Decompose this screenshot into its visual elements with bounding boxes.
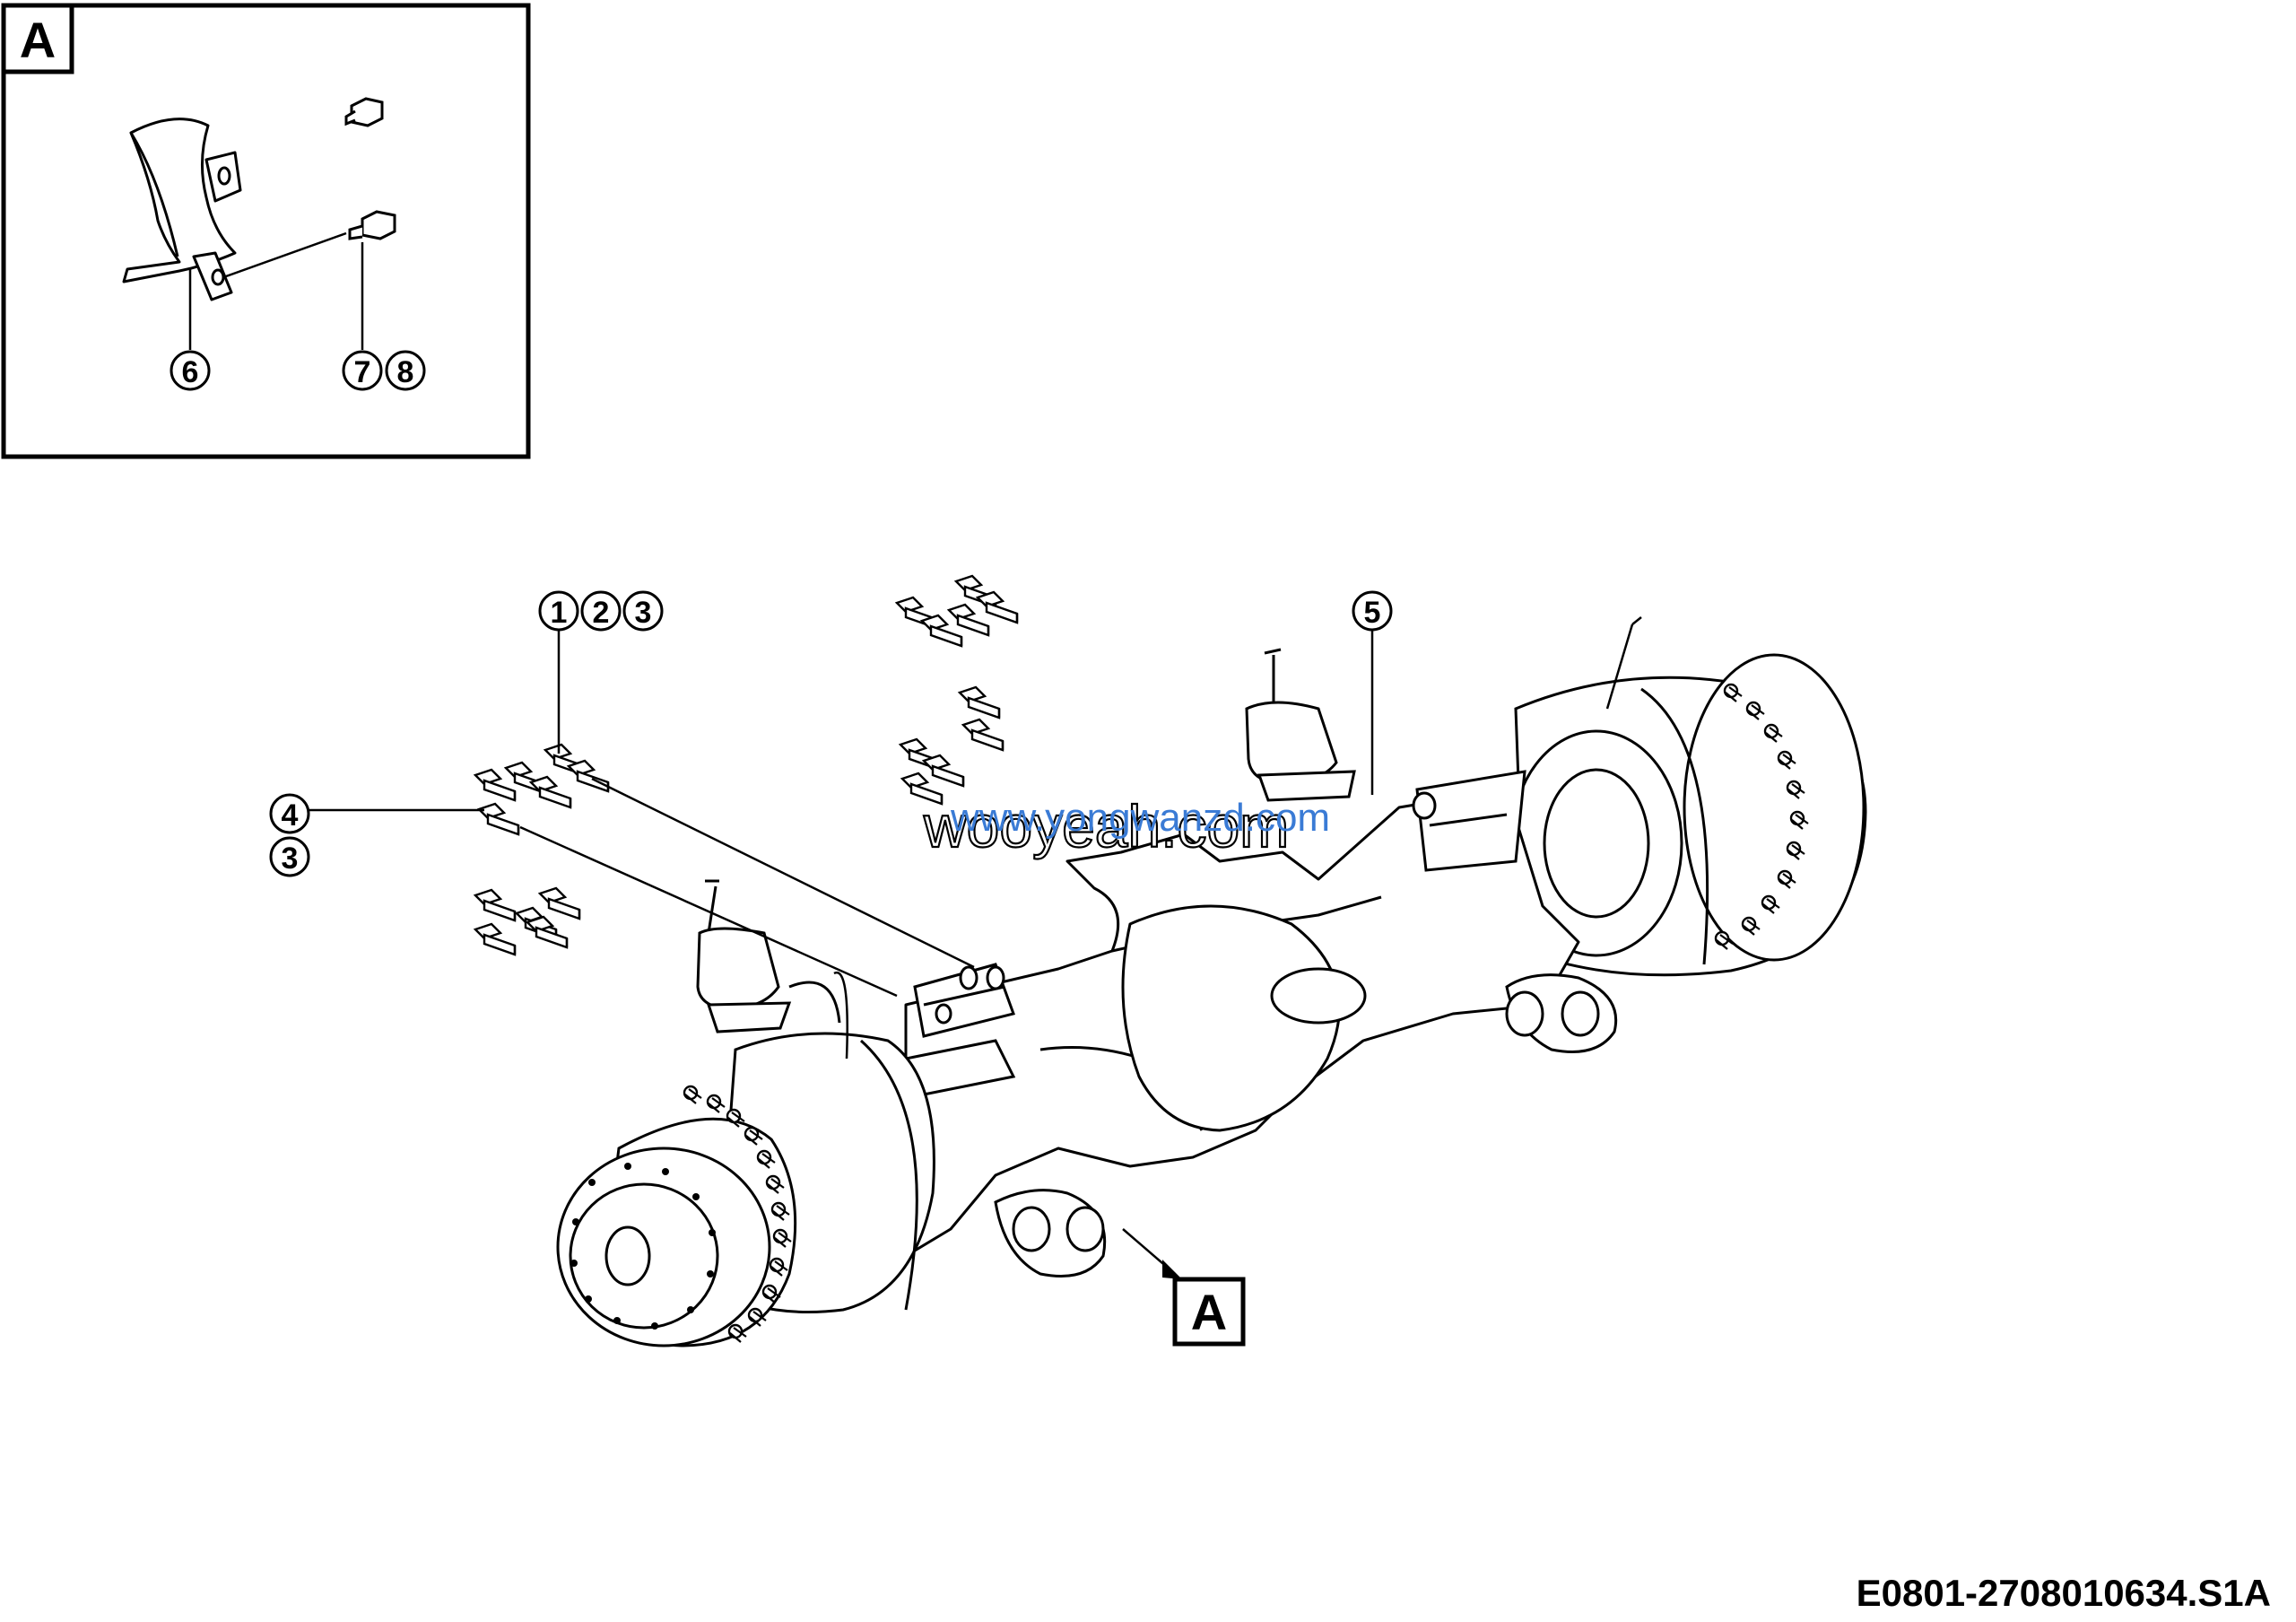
callout-5: 5 [1352, 590, 1393, 632]
inset-frame [1, 3, 531, 459]
main-leaders [309, 630, 1374, 1275]
inset-leaders [188, 231, 364, 350]
bolt-group-left-lower [474, 886, 581, 956]
drawing-code: E0801-2708010634.S1A [1857, 1572, 2271, 1614]
svg-text:A: A [1191, 1284, 1227, 1340]
callout-7: 7 [342, 350, 383, 391]
callout-1: 1 [538, 590, 579, 632]
watermark-primary: wooyeah.com [923, 793, 1289, 859]
watermark: wooyeah.com www.yongwanzd.com [922, 792, 1330, 860]
clamp-bracket [122, 118, 242, 301]
svg-text:5: 5 [1364, 596, 1381, 630]
inset-label-box [1, 3, 74, 74]
svg-text:4: 4 [282, 798, 299, 833]
detail-a-tag: A [1172, 1277, 1246, 1347]
callout-4: 4 [269, 793, 310, 834]
callout-6: 6 [170, 350, 211, 391]
axle-housing [904, 788, 1580, 1258]
bolt-group-123 [474, 743, 610, 836]
right-wheel-hub [1509, 616, 1867, 977]
bolt-group-top [895, 574, 1019, 648]
callout-8: 8 [385, 350, 426, 391]
svg-text:6: 6 [182, 355, 199, 389]
svg-text:8: 8 [397, 355, 414, 389]
svg-text:7: 7 [354, 355, 371, 389]
inset-label: A [20, 12, 56, 68]
svg-text:2: 2 [593, 596, 610, 630]
watermark-secondary: www.yongwanzd.com [950, 796, 1330, 840]
detail-a-arrowhead [1162, 1260, 1182, 1279]
inset-bolt-upper [344, 97, 384, 127]
bolt-group-mid [899, 685, 1004, 806]
inset-detail-a: A 6 [1, 3, 531, 459]
callout-2: 2 [580, 590, 622, 632]
callout-3: 3 [622, 590, 664, 632]
svg-text:1: 1 [551, 596, 568, 630]
svg-text:3: 3 [635, 596, 652, 630]
callout-3-secondary: 3 [269, 836, 310, 877]
svg-text:3: 3 [282, 842, 299, 876]
left-wheel-hub [556, 1032, 935, 1347]
inset-bolt-lower [348, 210, 396, 240]
left-brake-chamber [696, 879, 848, 1060]
left-hub-face-bolts [570, 1163, 716, 1330]
right-brake-chamber [1245, 648, 1356, 802]
axle-assembly [556, 616, 1867, 1347]
left-lower-lugs [994, 1189, 1107, 1278]
right-mount-plate [1412, 770, 1618, 1053]
